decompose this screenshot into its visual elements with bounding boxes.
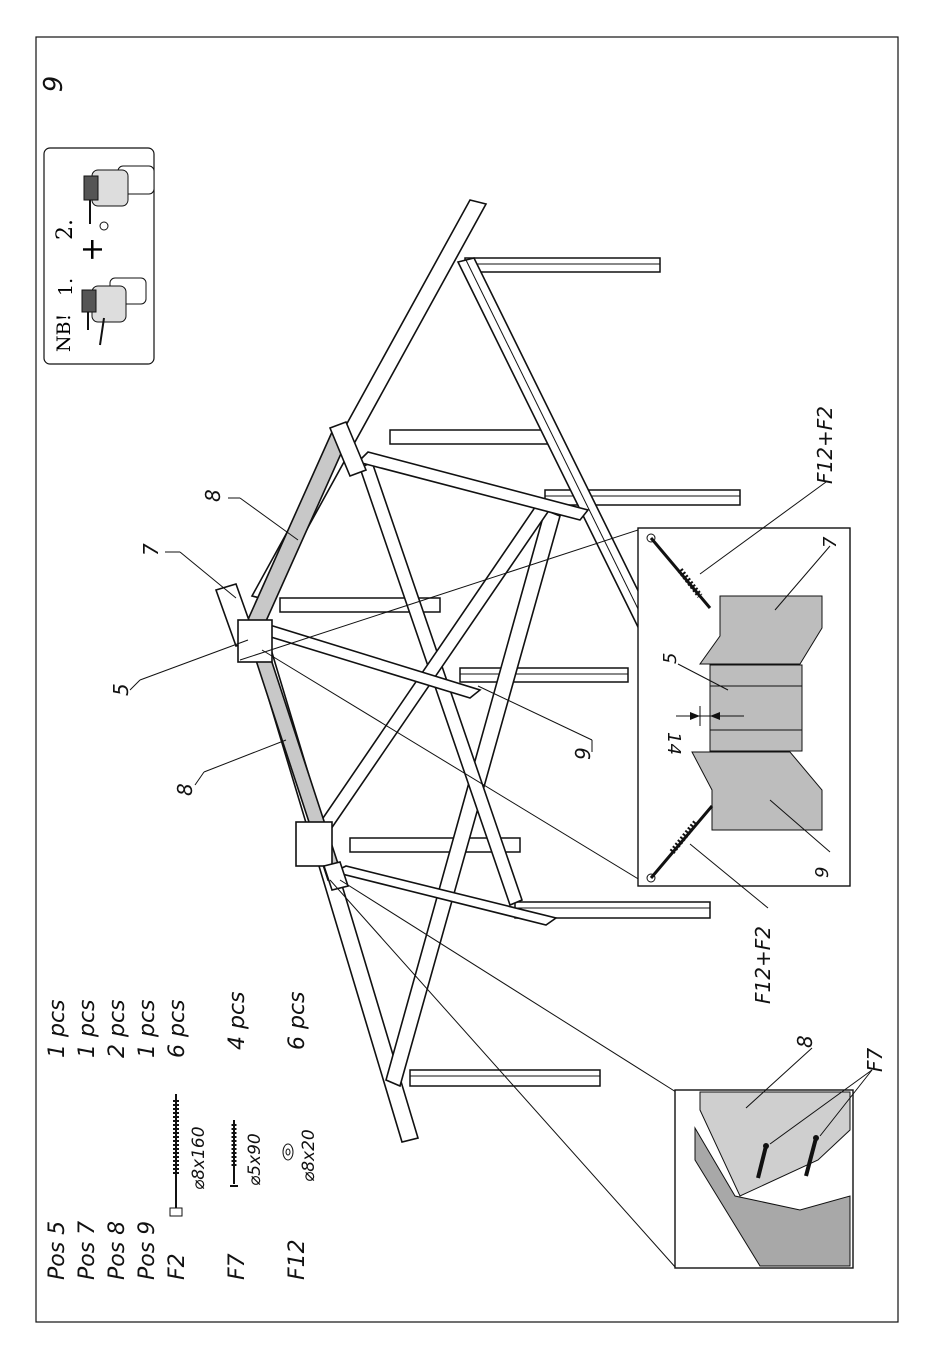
washer-f12-icon [283,1144,293,1160]
pos5-block [238,620,272,662]
part-code-f7: F7 [225,1253,250,1280]
size-f2: ⌀8x160 [189,1126,209,1190]
part-qty-pos8: 2 pcs [105,999,130,1058]
part-qty-pos7: 1 pcs [75,999,100,1058]
part-qty-pos5: 1 pcs [45,999,70,1058]
svg-text:14: 14 [663,732,684,755]
svg-text:9: 9 [812,867,833,878]
bolt-f2-icon [170,1094,182,1216]
corner-block-lower [296,822,332,866]
nb-label: NB! [53,314,75,352]
post-rear-2 [390,430,548,444]
plus-label: + [75,237,110,262]
step2-label: 2. [53,219,78,240]
svg-text:5: 5 [660,653,681,664]
part-qty-f7: 4 pcs [225,991,250,1050]
svg-text:F12+F2: F12+F2 [813,406,837,484]
svg-text:8: 8 [173,783,197,796]
part-code-f2: F2 [165,1253,190,1280]
callout-pos8-lower: 8 [173,740,286,796]
step-number: 9 [39,76,69,93]
svg-text:F7: F7 [863,1047,887,1072]
svg-text:7: 7 [820,536,841,548]
callout-pos5: 5 [109,640,248,696]
tool-hint-box: NB! 1. + 2. [44,148,154,364]
detail-leader-2 [240,530,638,660]
parts-list: Pos 5 Pos 7 Pos 8 Pos 9 F2 F7 F12 1 pcs … [45,991,319,1280]
rafter-upper [358,452,588,520]
part-code-pos9: Pos 9 [135,1221,160,1280]
part-code-f12: F12 [285,1239,310,1280]
svg-text:9: 9 [571,747,595,760]
part-code-pos7: Pos 7 [75,1221,100,1280]
post-center [460,668,628,682]
size-f12: ⌀8x20 [299,1129,319,1182]
svg-text:7: 7 [139,543,163,556]
part-qty-f12: 6 pcs [285,991,310,1050]
part-code-pos5: Pos 5 [45,1221,70,1280]
svg-text:8: 8 [201,489,225,502]
svg-text:8: 8 [793,1035,817,1048]
joint-pos5-block [710,665,802,751]
svg-text:F12+F2: F12+F2 [751,926,775,1004]
detail-joint-box: 14 7 5 9 [638,528,850,886]
part-code-pos8: Pos 8 [105,1221,130,1280]
size-f7: ⌀5x90 [245,1133,265,1186]
svg-text:5: 5 [109,683,133,696]
part-qty-pos9: 1 pcs [135,999,160,1058]
post-rear-1 [465,258,660,272]
post-bottom [410,1070,600,1086]
part-qty-f2: 6 pcs [165,999,190,1058]
callout-pos8-upper: 8 [201,489,298,540]
screw-f7-icon [230,1120,238,1186]
detail-beam-box: 8 F7 [675,1035,887,1268]
step1-label: 1. [55,278,77,296]
